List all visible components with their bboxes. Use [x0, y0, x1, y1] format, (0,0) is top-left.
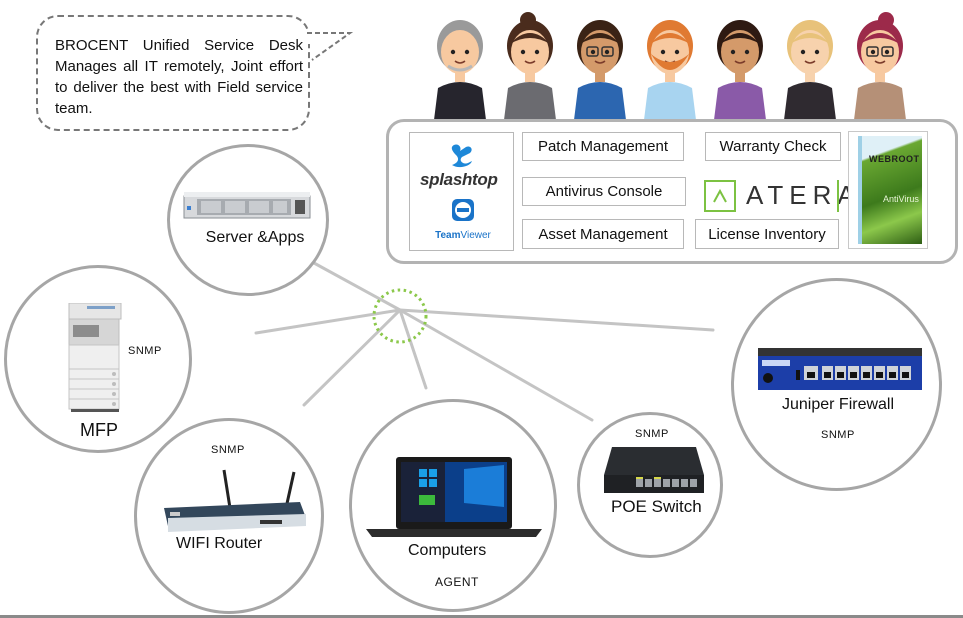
switch-protocol: SNMP: [635, 428, 669, 440]
team-member-woman-long-hair: [714, 20, 766, 120]
bottom-divider: [0, 615, 963, 618]
atera-logo-icon: [704, 180, 736, 212]
support-team-illustration: [434, 12, 906, 120]
server-label: Server &Apps: [205, 229, 305, 246]
connector-mfp: [254, 308, 402, 335]
teamviewer-logo-text: TeamViewer: [430, 230, 496, 241]
mfp-protocol: SNMP: [128, 345, 162, 357]
teamviewer-rest: Viewer: [460, 230, 491, 241]
speech-bubble: [36, 15, 310, 131]
connector-router: [302, 308, 402, 407]
juniper-firewall-icon: [758, 348, 922, 390]
computers-protocol: AGENT: [435, 575, 479, 589]
teamviewer-logo-icon: [452, 199, 474, 221]
team-member-man-glasses: [574, 20, 626, 120]
poe-switch-icon: [604, 447, 704, 493]
atera-logo-text: ATERA: [746, 180, 861, 210]
laptop-computer-icon: [366, 457, 542, 537]
hub-node: [372, 288, 428, 344]
mfp-label: MFP: [80, 420, 118, 440]
team-member-woman-bun: [504, 12, 556, 120]
team-member-woman-glasses: [854, 12, 906, 120]
webroot-box-art: [858, 136, 922, 244]
patch-management-tool[interactable]: Patch Management: [522, 132, 684, 161]
connector-computers: [398, 308, 428, 390]
speech-bubble-text: BROCENT Unified Service Desk Manages all…: [55, 37, 303, 117]
splashtop-logo-text: splashtop: [420, 170, 498, 189]
webroot-antivirus-box: WEBROOT AntiVirus: [848, 131, 928, 249]
computers-label: Computers: [408, 542, 487, 559]
firewall-protocol: SNMP: [821, 429, 855, 441]
router-label: WIFI Router: [176, 535, 263, 552]
support-team: [425, 8, 915, 120]
team-member-bearded-man: [644, 20, 696, 120]
router-protocol: SNMP: [211, 444, 245, 456]
atera-logo-divider: [837, 180, 839, 212]
speech-bubble-tail: [300, 32, 354, 61]
webroot-brand: WEBROOT: [869, 154, 920, 164]
antivirus-console-tool[interactable]: Antivirus Console: [522, 177, 686, 206]
wifi-router-icon: [164, 469, 306, 532]
teamviewer-bold: Team: [435, 230, 461, 241]
remote-access-tools: splashtop TeamViewer: [409, 132, 514, 251]
switch-label: POE Switch: [611, 497, 702, 516]
license-inventory-tool[interactable]: License Inventory: [695, 219, 839, 249]
team-member-blonde-man: [784, 20, 836, 120]
server-rack-icon: [183, 192, 311, 219]
webroot-product-name: AntiVirus: [883, 194, 919, 204]
warranty-check-tool[interactable]: Warranty Check: [705, 132, 841, 161]
connector-switch: [398, 308, 594, 422]
firewall-label: Juniper Firewall: [782, 396, 895, 413]
splashtop-logo-icon: [451, 144, 472, 168]
connector-server: [312, 261, 402, 312]
team-member-bald-man: [434, 20, 486, 120]
mfp-printer-icon: [68, 303, 122, 412]
connector-firewall: [398, 308, 715, 332]
device-server[interactable]: [167, 144, 329, 296]
asset-management-tool[interactable]: Asset Management: [522, 219, 684, 249]
